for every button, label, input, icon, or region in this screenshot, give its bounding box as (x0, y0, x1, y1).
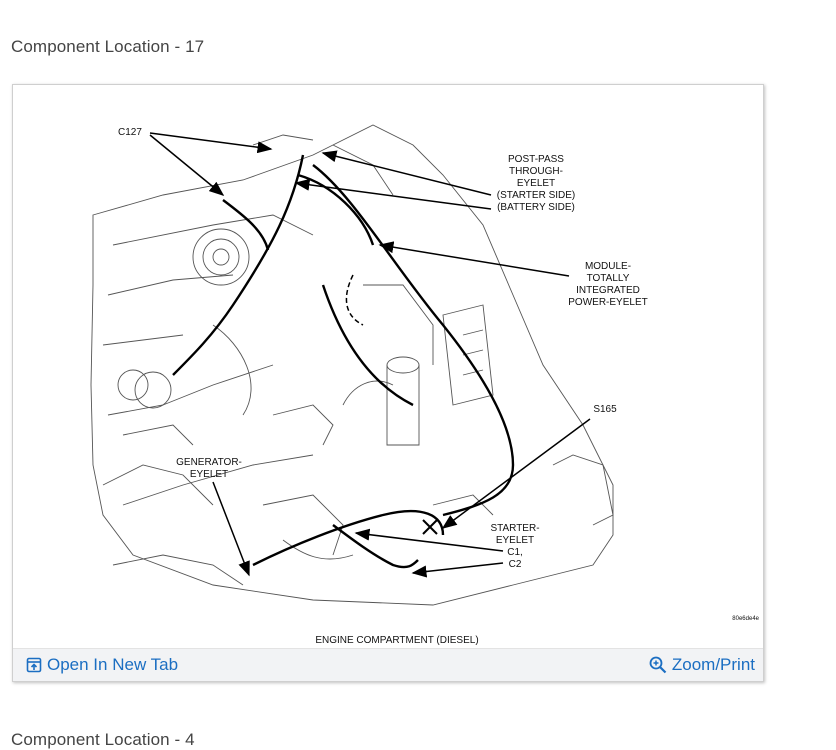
svg-text:C2: C2 (509, 559, 522, 570)
figure-caption: ENGINE COMPARTMENT (DIESEL) (315, 635, 478, 646)
svg-text:POST-PASS: POST-PASS (508, 154, 564, 165)
label-s165: S165 (593, 404, 617, 415)
svg-text:GENERATOR-: GENERATOR- (176, 457, 242, 468)
svg-text:TOTALLY: TOTALLY (587, 273, 630, 284)
figure-code: 80e6de4e (732, 616, 759, 622)
svg-text:EYELET: EYELET (190, 469, 228, 480)
engine-illustration (90, 124, 614, 606)
svg-text:INTEGRATED: INTEGRATED (576, 285, 640, 296)
section-heading: Component Location - 17 (11, 37, 205, 56)
svg-text:MODULE-: MODULE- (585, 261, 631, 272)
open-in-new-tab-icon (26, 657, 42, 673)
label-post-pass-eyelet: POST-PASS THROUGH- EYELET (STARTER SIDE)… (497, 154, 576, 213)
zoom-print-label: Zoom/Print (671, 655, 755, 674)
magnifier-zoom-icon (649, 656, 667, 674)
svg-text:STARTER-: STARTER- (490, 523, 539, 534)
battery-cables (172, 154, 515, 569)
label-module-power-eyelet: MODULE- TOTALLY INTEGRATED POWER-EYELET (568, 261, 647, 308)
svg-text:POWER-EYELET: POWER-EYELET (568, 297, 647, 308)
zoom-print-button[interactable]: Zoom/Print (649, 655, 755, 675)
section-heading-next: Component Location - 4 (11, 730, 195, 749)
image-toolbar: Open In New Tab Zoom/Print (13, 648, 763, 681)
svg-text:(BATTERY SIDE): (BATTERY SIDE) (497, 202, 575, 213)
label-starter-eyelet: STARTER- EYELET C1, C2 (490, 523, 539, 570)
open-in-new-tab-button[interactable]: Open In New Tab (26, 655, 178, 675)
svg-text:(STARTER SIDE): (STARTER SIDE) (497, 190, 576, 201)
label-c127: C127 (118, 127, 142, 138)
svg-text:EYELET: EYELET (496, 535, 534, 546)
splice-mark (422, 519, 438, 535)
callout-arrows (149, 132, 591, 578)
component-location-card: C127 POST-PASS THROUGH- EYELET (STARTER … (12, 84, 764, 682)
open-in-new-tab-label: Open In New Tab (47, 655, 179, 674)
svg-text:C1,: C1, (507, 547, 523, 558)
label-generator-eyelet: GENERATOR- EYELET (176, 457, 242, 480)
svg-text:THROUGH-: THROUGH- (509, 166, 563, 177)
engine-compartment-diagram: C127 POST-PASS THROUGH- EYELET (STARTER … (90, 124, 760, 646)
svg-text:EYELET: EYELET (517, 178, 555, 189)
